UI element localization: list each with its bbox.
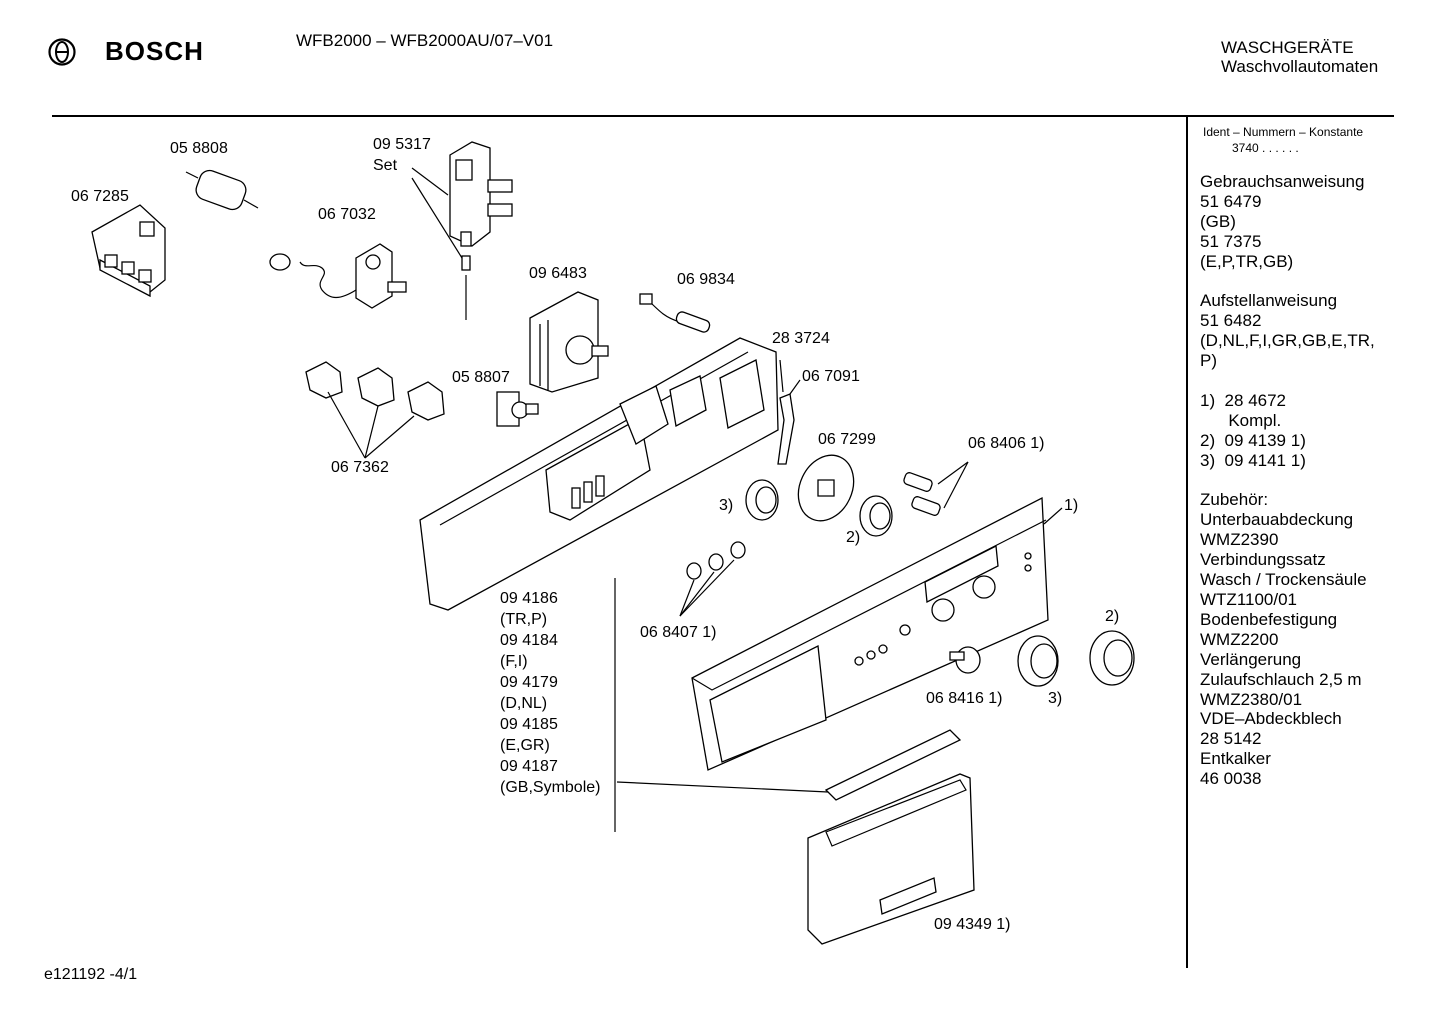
capacitor-part (185, 169, 259, 211)
variant-line: 09 4179 (500, 674, 558, 691)
variant-line: (TR,P) (500, 611, 548, 628)
timer-part (529, 291, 609, 393)
sidebar-line: Wasch / Trockensäule (1200, 570, 1367, 590)
label-06-7362: 06 7362 (331, 459, 389, 476)
label-06-7299: 06 7299 (818, 431, 876, 448)
sidebar-line: 46 0038 (1200, 769, 1262, 789)
sidebar-line: VDE–Abdeckblech (1200, 709, 1342, 729)
sidebar-line: Unterbauabdeckung (1200, 510, 1354, 530)
sidebar-line: Zubehör: (1200, 490, 1269, 510)
label-06-7032: 06 7032 (318, 206, 376, 223)
sidebar-line: Verbindungssatz (1200, 550, 1326, 570)
sidebar-gap (1200, 272, 1375, 292)
label-marker-2-right: 2) (1105, 608, 1120, 625)
symbol-strip-part (614, 578, 962, 832)
sidebar-line: 3) 09 4141 1) (1200, 450, 1306, 470)
disc-part (797, 454, 855, 522)
label-06-8407: 06 8407 1) (640, 624, 717, 641)
lever-part (777, 379, 801, 465)
category-line-2: Waschvollautomaten (1221, 57, 1379, 76)
label-06-8416: 06 8416 1) (926, 690, 1003, 707)
variant-line: 09 4186 (500, 590, 558, 607)
knob-3-right (1017, 635, 1059, 687)
knob-2-right (1089, 630, 1135, 686)
label-06-9834: 06 9834 (677, 271, 735, 288)
label-09-5317: 09 5317 (373, 136, 431, 153)
ident-value: 3740 . . . . . . (1232, 141, 1299, 155)
variant-line: (GB,Symbole) (500, 779, 601, 796)
switch-set-part (411, 141, 513, 320)
document-id: e121192 -4/1 (44, 966, 138, 983)
variant-line: (D,NL) (500, 695, 548, 712)
pushbutton-switches-part (305, 361, 445, 459)
exploded-parts-drawing (91, 141, 1135, 945)
lamps-part (903, 461, 969, 516)
variant-line: 09 4187 (500, 758, 558, 775)
label-09-6483: 09 6483 (529, 265, 587, 282)
sidebar-info: Gebrauchsanweisung 51 6479 (GB) 51 7375 … (1200, 172, 1375, 789)
control-panel-frame (419, 337, 784, 611)
sidebar-line: Bodenbefestigung (1200, 609, 1338, 629)
sidebar-line: Aufstellanweisung (1200, 291, 1338, 311)
sidebar-line: 28 5142 (1200, 729, 1262, 749)
sidebar-line: P) (1200, 351, 1217, 371)
sidebar-line: 1) 28 4672 (1200, 390, 1287, 410)
ident-title: Ident – Nummern – Konstante (1203, 125, 1364, 139)
sidebar-line: WTZ1100/01 (1200, 589, 1298, 609)
label-06-7091: 06 7091 (802, 368, 860, 385)
label-set: Set (373, 157, 398, 174)
label-28-3724: 28 3724 (772, 330, 830, 347)
bracket-part (91, 204, 166, 298)
label-marker-3-right: 3) (1048, 690, 1063, 707)
knob-3-left (745, 479, 779, 521)
bosch-logo-icon (48, 38, 76, 66)
knob-2-left (859, 495, 893, 537)
label-06-8406: 06 8406 1) (968, 435, 1045, 452)
drawer-panel-part (807, 773, 975, 945)
sidebar-line: (E,P,TR,GB) (1200, 251, 1294, 271)
sidebar-line: Zulaufschlauch 2,5 m (1200, 669, 1362, 689)
header-rule (52, 115, 1394, 117)
sidebar-gap (1200, 371, 1375, 391)
sidebar-line: (D,NL,F,I,GR,GB,E,TR, (1200, 331, 1375, 351)
sidebar-line: 51 6479 (1200, 191, 1262, 211)
sidebar-line: WMZ2200 (1200, 629, 1279, 649)
sidebar-line: Kompl. (1200, 410, 1282, 430)
variant-line: 09 4185 (500, 716, 558, 733)
variant-list: 09 4186 (TR,P) 09 4184 (F,I) 09 4179 (D,… (500, 588, 600, 798)
front-panel (691, 496, 1063, 771)
sidebar-line: Gebrauchsanweisung (1200, 172, 1365, 191)
category-line-1: WASCHGERÄTE (1221, 38, 1354, 57)
sidebar-line: 51 6482 (1200, 311, 1262, 331)
label-06-7285: 06 7285 (71, 188, 129, 205)
sidebar-line: Entkalker (1200, 749, 1271, 769)
label-marker-1: 1) (1064, 497, 1079, 514)
sidebar-line: WMZ2380/01 (1200, 689, 1303, 709)
small-button-part (949, 646, 981, 674)
label-marker-2-left: 2) (846, 529, 861, 546)
sidebar-divider (1186, 116, 1188, 968)
potentiometer-part (496, 391, 539, 427)
variant-line: 09 4184 (500, 632, 558, 649)
sidebar-gap (1200, 471, 1375, 491)
model-title: WFB2000 – WFB2000AU/07–V01 (296, 31, 554, 50)
probe-part (639, 293, 711, 333)
variant-line: (E,GR) (500, 737, 550, 754)
brand-name: BOSCH (105, 36, 204, 66)
label-09-4349: 09 4349 1) (934, 916, 1011, 933)
label-marker-3-left: 3) (719, 497, 734, 514)
category-title: WASCHGERÄTE Waschvollautomaten (1221, 38, 1378, 76)
sidebar-line: 2) 09 4139 1) (1200, 430, 1306, 450)
sidebar-line: Verlängerung (1200, 649, 1302, 669)
thermostat-part (269, 243, 407, 309)
sidebar-line: 51 7375 (1200, 231, 1262, 251)
label-05-8807: 05 8807 (452, 369, 510, 386)
sidebar-line: WMZ2390 (1200, 530, 1279, 550)
sidebar-line: (GB) (1200, 211, 1236, 231)
variant-line: (F,I) (500, 653, 528, 670)
label-05-8808: 05 8808 (170, 140, 228, 157)
small-knobs-part (679, 541, 746, 617)
